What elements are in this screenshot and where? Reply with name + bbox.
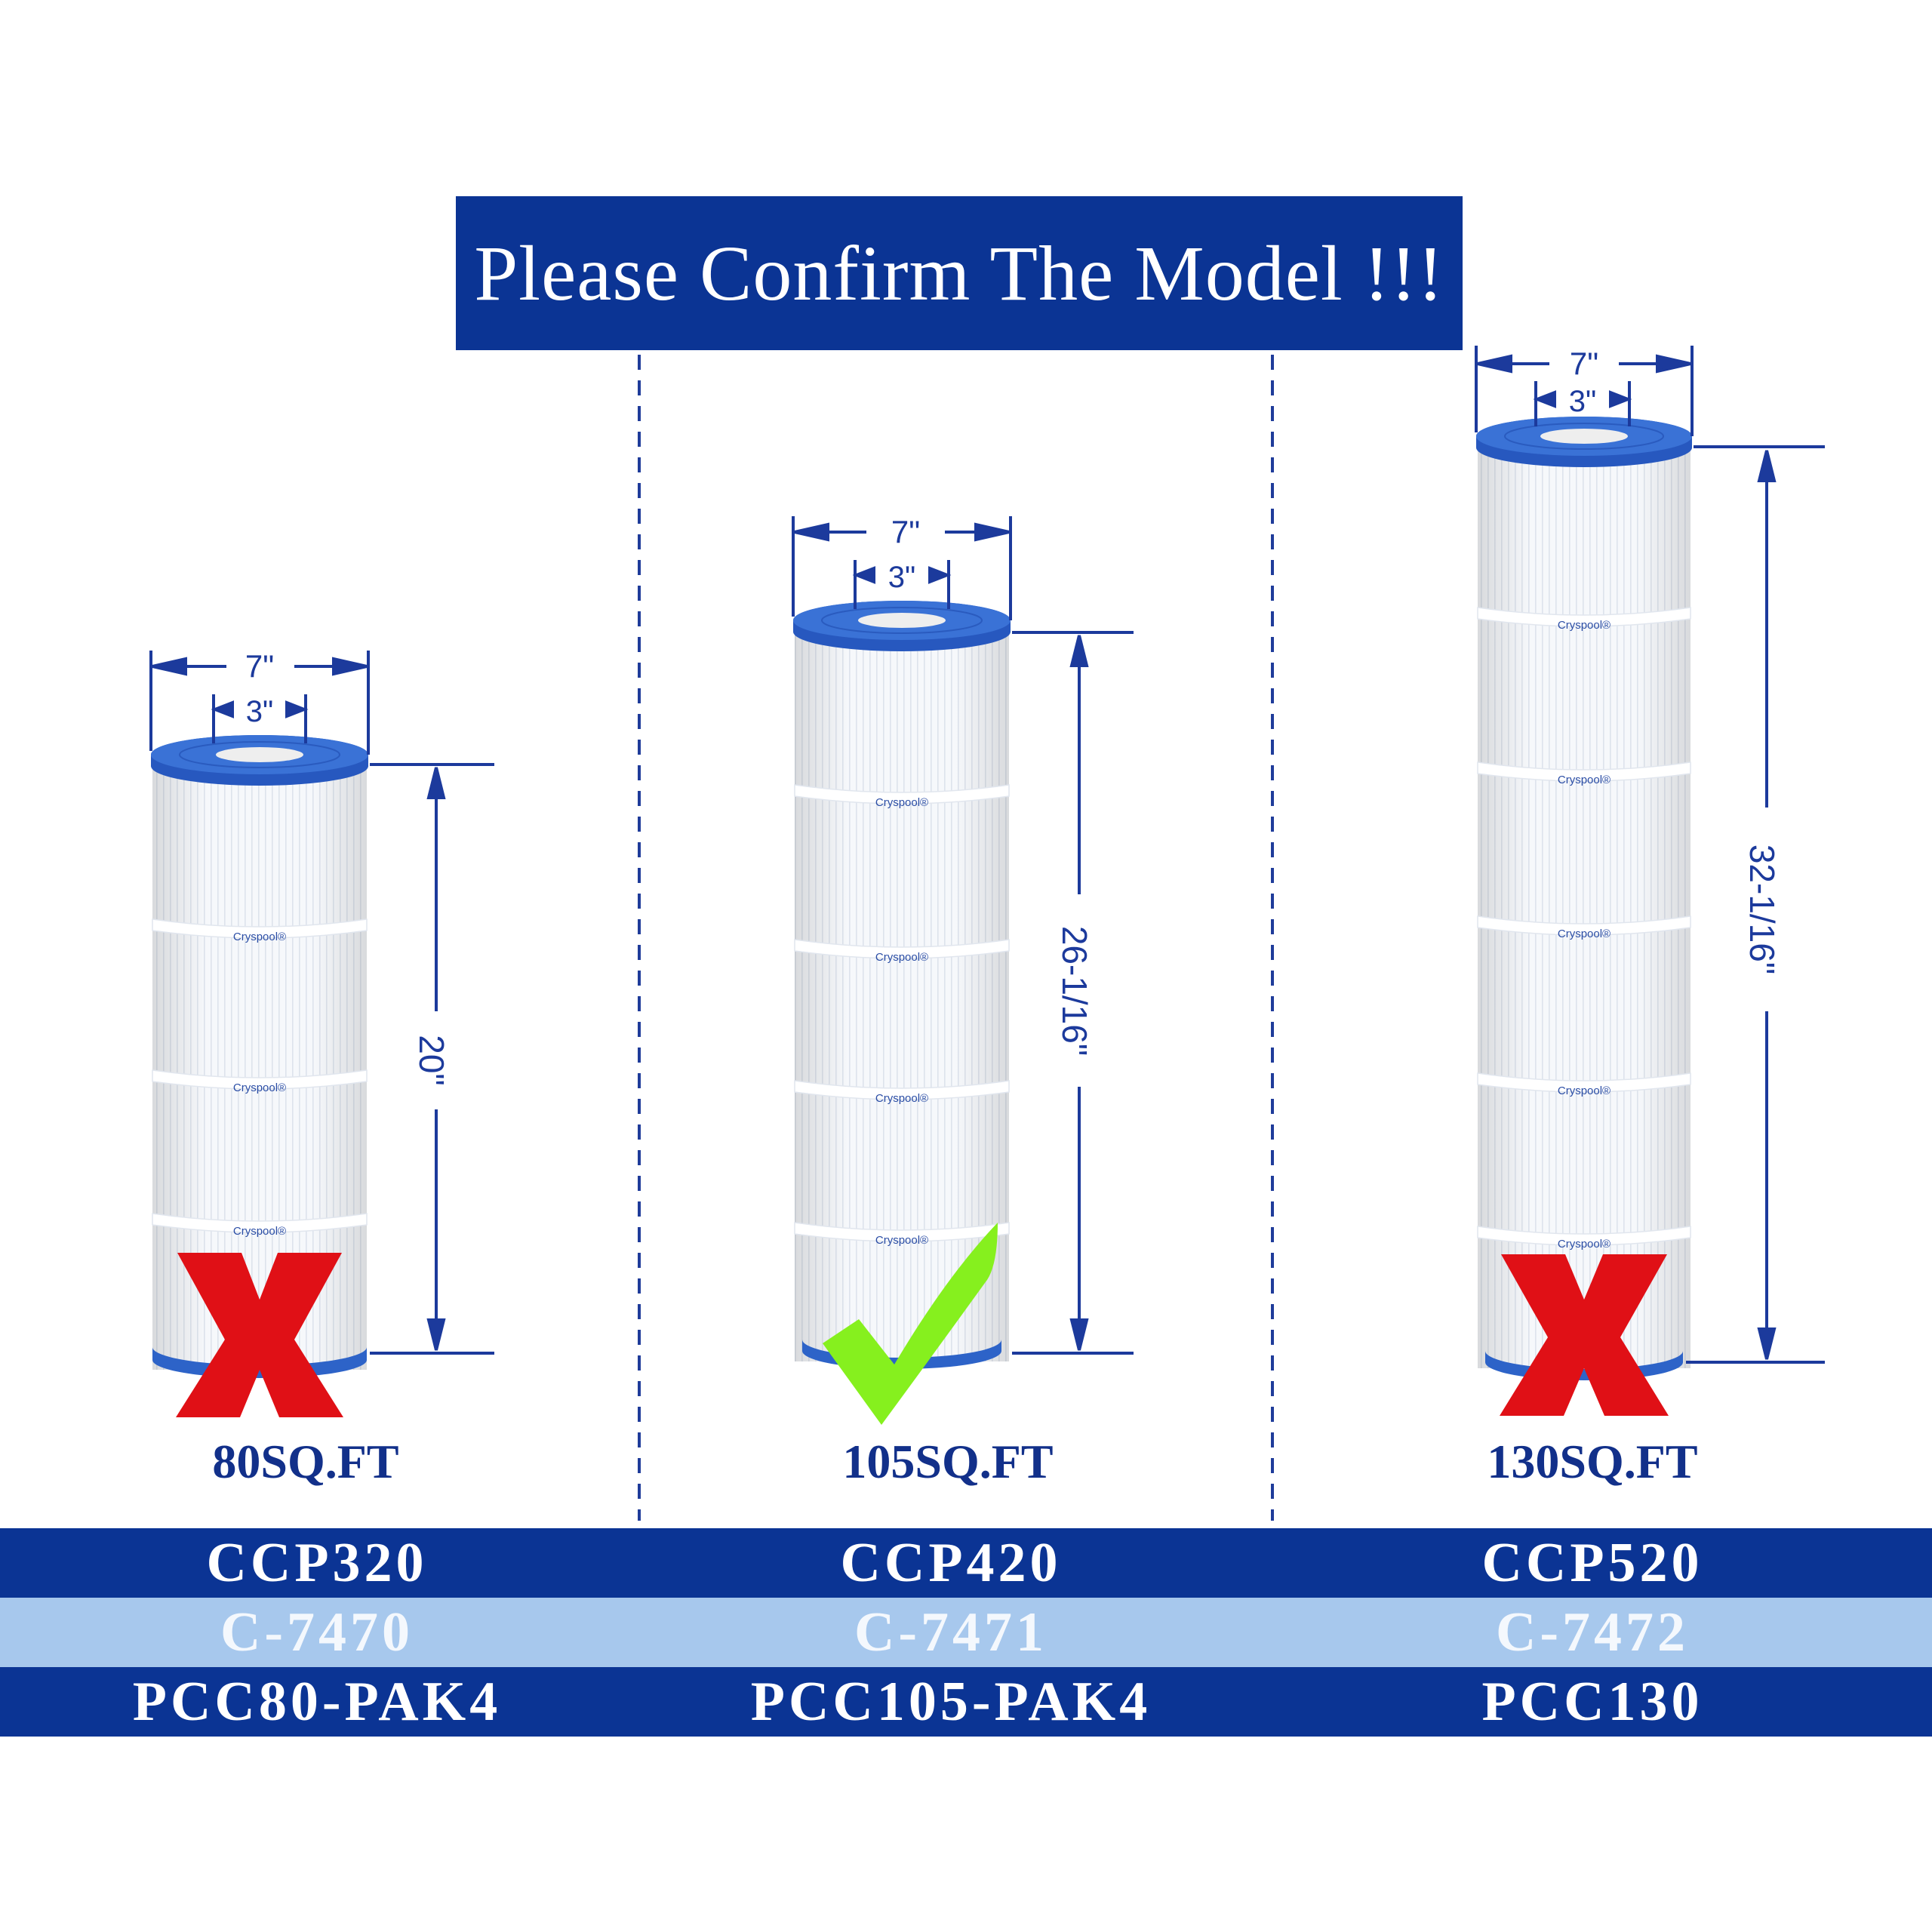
brand-label: Cryspool® <box>1558 928 1611 940</box>
model-tertiary-80: PCC80-PAK4 <box>132 1670 502 1733</box>
model-primary-130: CCP520 <box>1481 1531 1703 1594</box>
brand-label: Cryspool® <box>875 951 928 964</box>
inner-diameter-label-105: 3" <box>888 561 915 594</box>
height-label-130: 32-1/16" <box>1743 844 1782 974</box>
filter-area-label-80: 80SQ.FT <box>212 1435 399 1488</box>
filter-cartridge-105 <box>793 601 1011 1369</box>
core-opening-105 <box>858 613 946 628</box>
brand-label: Cryspool® <box>1558 1084 1611 1097</box>
brand-label: Cryspool® <box>233 1081 286 1094</box>
height-label-105: 26-1/16" <box>1055 926 1094 1056</box>
banner-title: Please Confirm The Model !!! <box>474 229 1444 317</box>
brand-label: Cryspool® <box>875 1234 928 1247</box>
model-primary-105: CCP420 <box>840 1531 1062 1594</box>
secondary-model-row: C-7470 C-7471 C-7472 <box>0 1598 1932 1667</box>
model-secondary-130: C-7472 <box>1495 1601 1690 1663</box>
tertiary-model-row: PCC80-PAK4 PCC105-PAK4 PCC130 <box>0 1667 1932 1737</box>
red-x-icon <box>176 1253 343 1417</box>
brand-label: Cryspool® <box>875 1092 928 1105</box>
brand-label: Cryspool® <box>1558 1238 1611 1251</box>
brand-label: Cryspool® <box>1558 619 1611 632</box>
model-secondary-105: C-7471 <box>854 1601 1048 1663</box>
core-opening-130 <box>1540 429 1628 444</box>
brand-label: Cryspool® <box>233 931 286 943</box>
outer-diameter-label-105: 7" <box>891 514 920 549</box>
outer-diameter-label-80: 7" <box>245 648 274 684</box>
model-primary-80: CCP320 <box>206 1531 428 1594</box>
height-label-80: 20" <box>412 1035 451 1086</box>
primary-model-row: CCP320 CCP420 CCP520 <box>0 1528 1932 1598</box>
filter-cartridge-80 <box>151 735 368 1378</box>
model-tertiary-130: PCC130 <box>1481 1670 1703 1733</box>
filter-bands-80 <box>152 918 368 1233</box>
filter-area-label-105: 105SQ.FT <box>842 1435 1054 1488</box>
green-checkmark-icon <box>823 1223 998 1425</box>
brand-label: Cryspool® <box>875 796 928 809</box>
filter-bands-130 <box>1477 607 1691 1246</box>
filter-cartridge-130 <box>1476 417 1692 1380</box>
model-tertiary-105: PCC105-PAK4 <box>750 1670 1152 1733</box>
model-secondary-80: C-7470 <box>220 1601 414 1663</box>
filter-bands-105 <box>794 784 1010 1242</box>
inner-diameter-label-130: 3" <box>1569 385 1596 418</box>
red-x-icon <box>1500 1254 1669 1416</box>
outer-diameter-label-130: 7" <box>1570 346 1598 381</box>
core-opening-80 <box>216 747 303 762</box>
inner-diameter-label-80: 3" <box>246 695 273 728</box>
confirm-model-banner: Please Confirm The Model !!! <box>456 196 1463 350</box>
brand-label: Cryspool® <box>1558 774 1611 786</box>
filter-area-label-130: 130SQ.FT <box>1487 1435 1698 1488</box>
brand-label: Cryspool® <box>233 1225 286 1238</box>
